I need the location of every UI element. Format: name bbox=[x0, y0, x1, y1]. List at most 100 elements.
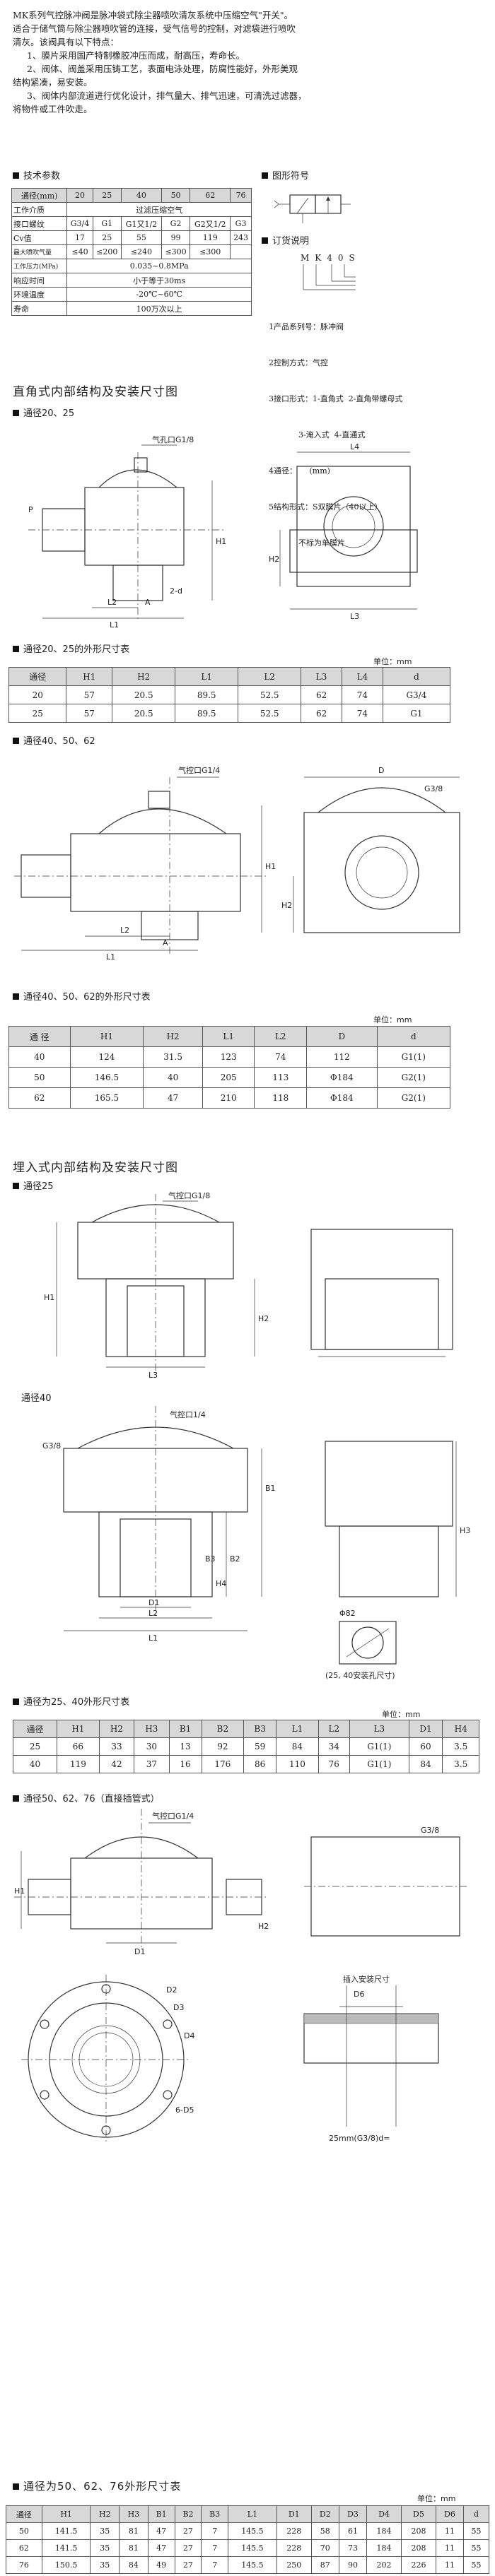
label-d1: D1 bbox=[148, 1598, 159, 1607]
label-b3: B3 bbox=[205, 1554, 216, 1564]
bullet-square-icon bbox=[13, 410, 19, 416]
table4-unit: 单位：mm bbox=[417, 2494, 456, 2503]
bullet-square-icon bbox=[262, 172, 268, 179]
subsection-dn20-25: 通径20、25 bbox=[13, 406, 74, 419]
label-l2: L2 bbox=[148, 1609, 158, 1618]
label-a: A bbox=[163, 938, 168, 947]
label-l2: L2 bbox=[107, 598, 117, 607]
section-title-submerged: 埋入式内部结构及安装尺寸图 bbox=[13, 1161, 178, 1175]
subsection-dn40: 通径40 bbox=[21, 1393, 52, 1404]
table4-heading: 通径为50、62、76外形尺寸表 bbox=[13, 2478, 181, 2493]
label-l1: L1 bbox=[106, 952, 115, 962]
bullet-square-icon bbox=[13, 646, 19, 652]
label-h1: H1 bbox=[265, 862, 276, 871]
bullet-square-icon bbox=[262, 237, 268, 244]
label-g38: G3/8 bbox=[424, 784, 443, 793]
section-title-right-angle: 直角式内部结构及安装尺寸图 bbox=[13, 385, 178, 399]
symbol-heading: 图形符号 bbox=[262, 168, 309, 182]
bullet-square-icon bbox=[13, 1698, 19, 1705]
bullet-square-icon bbox=[13, 2483, 19, 2490]
order-code-leaders bbox=[303, 264, 356, 290]
label-d: D bbox=[378, 766, 384, 775]
drawing-submerged-dn25: 气控口G1/8 H1 H2 L3 bbox=[44, 1190, 453, 1380]
subsection-dn50-76: 通径50、62、76（直接插管式） bbox=[13, 1791, 160, 1804]
intro-line: 1、膜片采用国产特制橡胶冲压而成，耐高压，寿命长。 bbox=[27, 50, 245, 61]
label-a: A bbox=[145, 598, 151, 607]
label-h1: H1 bbox=[216, 537, 226, 546]
bullet-square-icon bbox=[13, 172, 19, 179]
intro-line: 将物件或工件吹走。 bbox=[13, 104, 93, 114]
bullet-square-icon bbox=[13, 738, 19, 744]
intro-line: 2、阀体、阀盖采用压铸工艺，表面电泳处理，防腐性能好，外形美观 bbox=[27, 64, 298, 74]
label-h1: H1 bbox=[44, 1293, 54, 1302]
drawing-mount-hole: Φ82 (25, 40安装孔尺寸) bbox=[325, 1609, 397, 1680]
subsection-dn40-62: 通径40、50、62 bbox=[13, 733, 95, 747]
label-l3: L3 bbox=[350, 612, 359, 621]
label-h1: H1 bbox=[14, 1886, 25, 1896]
label-l1: L1 bbox=[110, 620, 119, 630]
label-2d: 2-d bbox=[170, 586, 182, 596]
label-control-port: 气控口G1/4 bbox=[178, 765, 220, 775]
label-h3: H3 bbox=[460, 1526, 470, 1535]
label-l1: L1 bbox=[148, 1633, 158, 1643]
label-mount-note: (25, 40安装孔尺寸) bbox=[325, 1670, 395, 1680]
label-h2: H2 bbox=[269, 555, 279, 564]
valve-symbol-icon bbox=[274, 194, 351, 223]
drawing-right-angle-dn40-62: 气控口G1/4 H1 L2 A L1 D G3/8 H2 bbox=[14, 765, 460, 962]
label-b2: B2 bbox=[230, 1554, 240, 1564]
label-insert-d: 25mm(G3/8)d= bbox=[329, 2134, 390, 2143]
label-d1: D1 bbox=[134, 1947, 145, 1956]
label-control-port: 气控口1/4 bbox=[170, 1410, 206, 1419]
label-6d5: 6-D5 bbox=[175, 2105, 194, 2115]
order-code: MK40S bbox=[301, 253, 361, 263]
intro-line: 清灰。该阀具有以下特点： bbox=[13, 37, 120, 47]
order-heading: 订货说明 bbox=[262, 233, 309, 247]
label-h2: H2 bbox=[258, 1314, 269, 1323]
label-h2: H2 bbox=[281, 901, 292, 910]
label-insert-size: 插入安装尺寸 bbox=[343, 1974, 390, 1984]
intro-line: 适合于储气筒与除尘器喷吹管的连接，受气信号的控制，对滤袋进行喷吹 bbox=[13, 23, 296, 34]
intro-line: 结构紧凑，易安装。 bbox=[13, 77, 93, 88]
table-row: 环境温度-20℃~60℃ bbox=[11, 287, 252, 302]
drawing-direct-insert-side: 气控口G1/4 D1 H1 H2 G3/8 bbox=[14, 1809, 467, 1956]
bullet-square-icon bbox=[13, 1795, 19, 1802]
label-p: P bbox=[28, 505, 33, 514]
label-l3: L3 bbox=[148, 1371, 158, 1380]
label-air-port: 气孔口G1/8 bbox=[152, 435, 194, 444]
drawing-submerged-dn40: 气控口1/4 G3/8 B1 B2 B3 D1 L2 L1 H4 H3 bbox=[42, 1406, 470, 1643]
order-items: 1产品系列号：脉冲阀 2控制方式：气控 3接口形式：1-直角式 2-直角带螺母式… bbox=[269, 322, 403, 548]
label-l4: L4 bbox=[350, 442, 359, 451]
label-d3: D3 bbox=[173, 2003, 184, 2012]
label-d6: D6 bbox=[354, 1990, 364, 1999]
table1-unit: 单位：mm bbox=[373, 657, 412, 666]
label-h4: H4 bbox=[216, 1579, 226, 1588]
subsection-dn25: 通径25 bbox=[13, 1178, 54, 1192]
label-l2: L2 bbox=[120, 926, 129, 935]
table-row: 工作压力(MPa)0.035~0.8MPa bbox=[11, 259, 252, 273]
table3-heading: 通径为25、40外形尺寸表 bbox=[13, 1694, 129, 1708]
table3-unit: 单位：mm bbox=[382, 1710, 421, 1719]
table2-unit: 单位：mm bbox=[373, 1015, 412, 1024]
drawing-right-angle-dn20-25: 气孔口G1/8 P L2 A 2-d L1 H1 L4 H2 L3 bbox=[28, 435, 418, 630]
tech-heading: 技术参数 bbox=[13, 168, 60, 182]
table-row: 最大喷吹气量≤40≤200≤240≤300≤300 bbox=[11, 244, 252, 259]
label-air-port: 气控口G1/8 bbox=[168, 1190, 210, 1200]
table2-heading: 通径40、50、62的外形尺寸表 bbox=[13, 989, 151, 1003]
